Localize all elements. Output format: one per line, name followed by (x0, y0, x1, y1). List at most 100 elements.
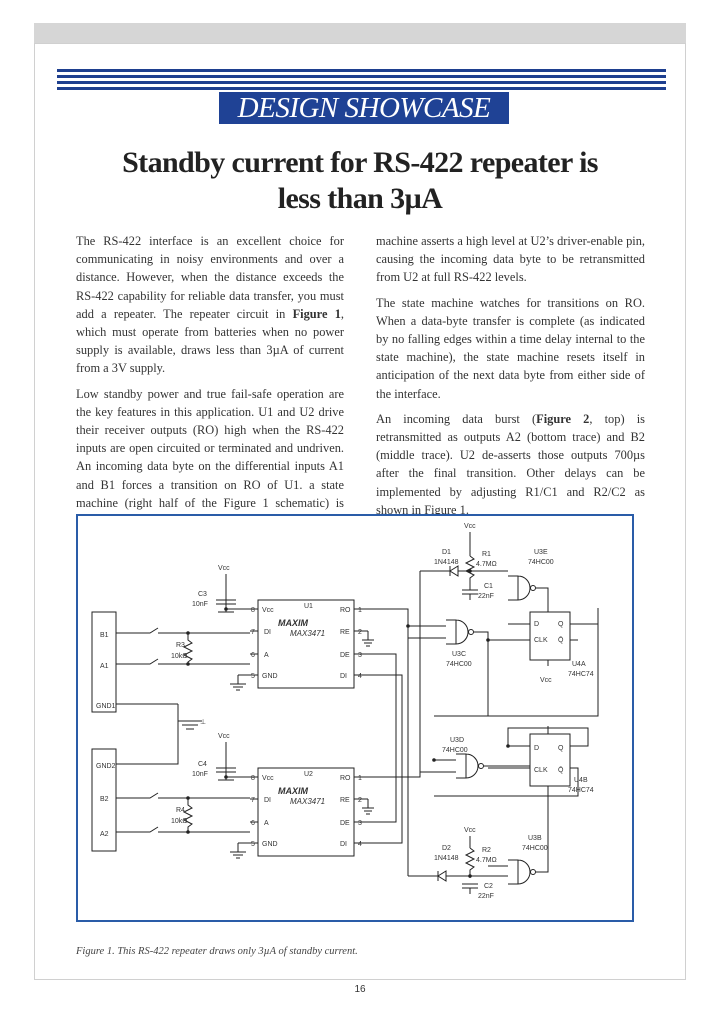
label: R3 (176, 642, 185, 649)
label: U3E (534, 549, 548, 556)
pin-number: 1 (358, 775, 362, 782)
pin-number: 7 (251, 797, 255, 804)
pin-label: D (534, 745, 539, 752)
label: 4.7MΩ (476, 857, 497, 864)
pin-number: 2 (358, 797, 362, 804)
pin-number: 5 (251, 841, 255, 848)
nand-gate-u3d (456, 753, 479, 779)
label: U3D (450, 737, 464, 744)
flipflop-u4a (529, 611, 571, 661)
text-column-1: The RS-422 interface is an excellent cho… (76, 232, 344, 537)
diode-d1 (420, 565, 470, 577)
label: 22nF (478, 593, 494, 600)
chip-part: MAX3471 (290, 629, 325, 638)
headline-line-1: Standby current for RS-422 repeater is (122, 146, 598, 179)
label: R4 (176, 807, 185, 814)
wire (420, 759, 530, 773)
vcc-label: Vcc (540, 677, 552, 684)
pin-label: RO (340, 607, 351, 614)
figure-reference: Figure 2 (536, 411, 590, 426)
wire (116, 627, 178, 705)
label: C3 (198, 591, 207, 598)
wire (488, 794, 549, 873)
ground-symbol (230, 842, 250, 859)
nand-gate-u3b (508, 859, 531, 885)
label: 1N4148 (434, 855, 459, 862)
section-banner: DESIGN SHOWCASE (219, 92, 509, 124)
pin-stubs (250, 776, 368, 844)
maxim-logo: MAXIM (278, 786, 309, 796)
pin-stubs (250, 608, 368, 676)
pin-label: CLK (534, 767, 548, 774)
label: U4B (574, 777, 588, 784)
ground-symbol (178, 720, 202, 730)
label: 10kΩ (171, 818, 188, 825)
pin-label: DI (340, 841, 347, 848)
maxim-logo: MAXIM (278, 618, 309, 628)
resistor-r2 (464, 847, 476, 878)
pin-number: 4 (358, 673, 362, 680)
vcc-label: Vcc (464, 523, 476, 530)
pin-number: 5 (251, 673, 255, 680)
label: ⊥ (200, 719, 206, 726)
pin-label: Vcc (262, 607, 274, 614)
label: 10kΩ (171, 653, 188, 660)
wire (158, 632, 250, 665)
paragraph: An incoming data burst (Figure 2, top) i… (376, 410, 645, 519)
label: 74HC74 (568, 787, 594, 794)
ground-symbol (362, 799, 374, 815)
wire (408, 625, 489, 716)
pin-label: GND (262, 673, 278, 680)
label: 10nF (192, 601, 208, 608)
vcc-label: Vcc (218, 733, 230, 740)
paragraph-text: , which must operate from batteries when… (76, 306, 344, 376)
paragraph: The RS-422 interface is an excellent cho… (76, 232, 344, 378)
text-column-2: machine asserts a high level at U2’s dri… (376, 232, 645, 526)
chip-ref: U1 (304, 603, 313, 610)
chip-u2 (257, 767, 355, 857)
pin-number: 6 (251, 820, 255, 827)
label: 74HC74 (568, 671, 594, 678)
pin-label: Q̄ (558, 636, 564, 644)
pin-label: D (534, 621, 539, 628)
headline-line-2: less than 3µA (277, 182, 443, 215)
paragraph-text: The RS-422 interface is an excellent cho… (76, 234, 344, 321)
pin-number: 8 (251, 607, 255, 614)
chip-part: MAX3471 (290, 797, 325, 806)
paragraph: machine asserts a high level at U2’s dri… (376, 234, 645, 285)
pin-label: A2 (100, 831, 109, 838)
pin-label: CLK (534, 637, 548, 644)
vcc-label: Vcc (218, 565, 230, 572)
pin-label: DI (264, 797, 271, 804)
label: 1N4148 (434, 559, 459, 566)
pin-number: 8 (251, 775, 255, 782)
ground-symbol (362, 631, 374, 647)
pin-number: 3 (358, 820, 362, 827)
pin-label: A1 (100, 663, 109, 670)
label: D1 (442, 549, 451, 556)
resistor-r4 (182, 798, 194, 832)
pin-number: 1 (358, 607, 362, 614)
pin-label: Q (558, 745, 564, 752)
paragraph: Low standby power and true fail-safe ope… (76, 386, 344, 528)
pin-label: RO (340, 775, 351, 782)
schematic-svg: B1 A1 GND1 GND2 B2 A2 ⊥ R3 10kΩ R4 10kΩ … (91, 523, 599, 900)
label: 10nF (192, 771, 208, 778)
figure-reference: Figure 1 (292, 306, 341, 321)
pin-label: B2 (100, 796, 109, 803)
wire (116, 704, 179, 833)
connector-1 (91, 611, 117, 713)
paragraph-text: , top) is retransmitted as outputs A2 (b… (376, 411, 645, 517)
page-number: 16 (354, 984, 366, 995)
pin-number: 2 (358, 629, 362, 636)
pin-label: RE (340, 629, 350, 636)
wire (488, 606, 598, 666)
gate-bubble (468, 629, 474, 635)
pin-label: GND2 (96, 763, 116, 770)
header-rule (57, 69, 666, 93)
pin-number: 4 (358, 841, 362, 848)
pin-number: 3 (358, 652, 362, 659)
label: U3B (528, 835, 542, 842)
wire (434, 608, 599, 717)
ground-symbol (230, 674, 250, 691)
